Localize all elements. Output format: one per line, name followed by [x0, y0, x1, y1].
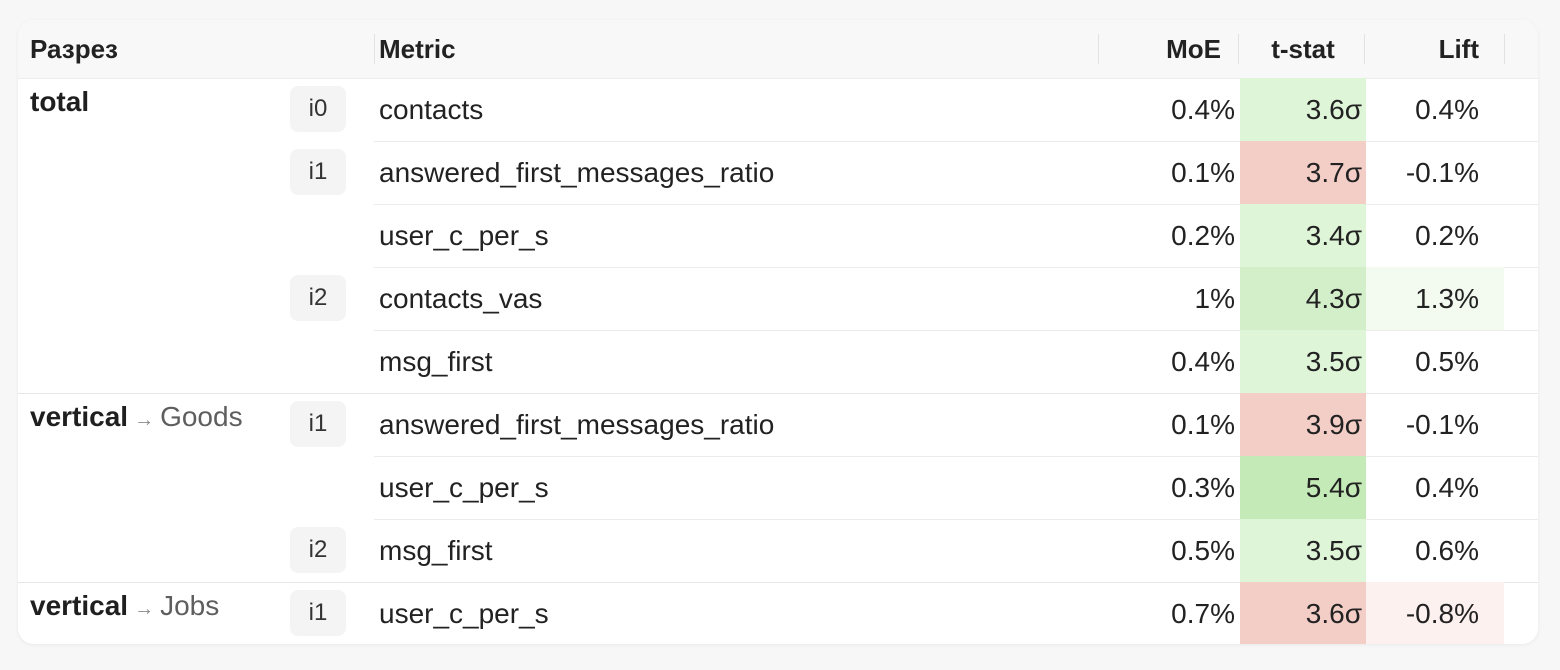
lift-value: 1.3% — [1415, 283, 1479, 314]
header-moe[interactable]: MoE — [1166, 34, 1221, 64]
tstat-value: 3.9σ — [1305, 409, 1362, 440]
segment-value: Jobs — [160, 590, 220, 621]
segment-name: total — [30, 86, 90, 117]
arrow-right-icon: → — [134, 409, 155, 431]
header-tstat[interactable]: t-stat — [1271, 34, 1335, 64]
header-divider — [1098, 34, 1099, 64]
arrow-right-icon: → — [134, 598, 155, 620]
metric-name[interactable]: msg_first — [379, 535, 493, 566]
segment-name: vertical — [30, 401, 129, 432]
group-divider — [18, 582, 1538, 583]
table-row: i2 contacts_vas 1% 4.3σ 1.3% — [18, 267, 1538, 330]
moe-value: 0.2% — [1171, 220, 1235, 251]
moe-value: 1% — [1194, 283, 1235, 314]
tstat-cell-bg — [1240, 78, 1366, 141]
iteration-badge: i1 — [290, 401, 346, 447]
lift-value: 0.4% — [1415, 472, 1479, 503]
moe-value: 0.1% — [1171, 409, 1235, 440]
lift-value: -0.1% — [1405, 157, 1479, 188]
segment-name: vertical — [30, 590, 129, 621]
segment-value: Goods — [160, 401, 243, 432]
segment-label: vertical→Goods — [30, 397, 243, 440]
metric-name[interactable]: user_c_per_s — [379, 598, 549, 629]
tstat-value: 3.7σ — [1305, 157, 1362, 188]
row-divider — [374, 141, 1538, 142]
metric-name[interactable]: contacts_vas — [379, 283, 543, 314]
row-divider — [374, 330, 1538, 331]
row-divider — [374, 204, 1538, 205]
tstat-cell-bg — [1240, 582, 1366, 644]
tstat-cell-bg — [1240, 519, 1366, 582]
row-divider — [374, 519, 1538, 520]
iteration-badge: i1 — [290, 590, 346, 636]
iteration-badge: i1 — [290, 149, 346, 195]
table-row: total i0 contacts 0.4% 3.6σ 0.4% — [18, 78, 1538, 141]
moe-value: 0.4% — [1171, 94, 1235, 125]
metric-name[interactable]: contacts — [379, 94, 484, 125]
header-divider — [1364, 34, 1365, 64]
lift-value: 0.5% — [1415, 346, 1479, 377]
metric-name[interactable]: user_c_per_s — [379, 220, 549, 251]
lift-value: 0.2% — [1415, 220, 1479, 251]
tstat-value: 3.5σ — [1305, 346, 1362, 377]
table-row: i2 msg_first 0.5% 3.5σ 0.6% — [18, 519, 1538, 582]
header-divider — [1504, 34, 1505, 64]
tstat-value: 3.6σ — [1305, 598, 1362, 629]
metric-name[interactable]: msg_first — [379, 346, 493, 377]
lift-value: 0.4% — [1415, 94, 1479, 125]
table-row: user_c_per_s 0.3% 5.4σ 0.4% — [18, 456, 1538, 519]
lift-value: -0.1% — [1405, 409, 1479, 440]
moe-value: 0.4% — [1171, 346, 1235, 377]
metric-name[interactable]: answered_first_messages_ratio — [379, 409, 775, 440]
segment-label: vertical→Jobs — [30, 586, 219, 629]
tstat-value: 3.5σ — [1305, 535, 1362, 566]
segment-label: total — [30, 82, 89, 122]
tstat-cell-bg — [1240, 330, 1366, 393]
lift-value: -0.8% — [1405, 598, 1479, 629]
metric-name[interactable]: answered_first_messages_ratio — [379, 157, 775, 188]
lift-value: 0.6% — [1415, 535, 1479, 566]
header-segment[interactable]: Разрез — [30, 34, 118, 64]
tstat-cell-bg — [1240, 267, 1366, 330]
tstat-value: 5.4σ — [1305, 472, 1362, 503]
tstat-cell-bg — [1240, 393, 1366, 456]
tstat-cell-bg — [1240, 204, 1366, 267]
header-metric[interactable]: Metric — [379, 34, 456, 64]
header-lift[interactable]: Lift — [1438, 34, 1479, 64]
row-divider — [374, 456, 1538, 457]
iteration-badge: i2 — [290, 275, 346, 321]
header-divider — [374, 34, 375, 64]
header-divider — [1238, 34, 1239, 64]
table-row: vertical→Goods i1 answered_first_messages_… — [18, 393, 1538, 456]
table-row: user_c_per_s 0.2% 3.4σ 0.2% — [18, 204, 1538, 267]
moe-value: 0.7% — [1171, 598, 1235, 629]
moe-value: 0.1% — [1171, 157, 1235, 188]
iteration-badge: i2 — [290, 527, 346, 573]
iteration-badge: i0 — [290, 86, 346, 132]
metric-name[interactable]: user_c_per_s — [379, 472, 549, 503]
tstat-cell-bg — [1240, 456, 1366, 519]
lift-cell-bg — [1366, 582, 1504, 644]
results-table: Разрез Metric MoE t-stat Lift total i0 con… — [18, 20, 1538, 644]
group-divider — [18, 393, 1538, 394]
moe-value: 0.5% — [1171, 535, 1235, 566]
table-row: i1 answered_first_messages_ratio 0.1% 3.7σ -… — [18, 141, 1538, 204]
table-row: msg_first 0.4% 3.5σ 0.5% — [18, 330, 1538, 393]
row-divider — [374, 267, 1538, 268]
table-header: Разрез Metric MoE t-stat Lift — [18, 20, 1538, 79]
tstat-value: 4.3σ — [1305, 283, 1362, 314]
table-row: vertical→Jobs i1 user_c_per_s 0.7% 3.6σ -0.8% — [18, 582, 1538, 644]
tstat-cell-bg — [1240, 141, 1366, 204]
lift-cell-bg — [1366, 267, 1504, 330]
tstat-value: 3.4σ — [1305, 220, 1362, 251]
moe-value: 0.3% — [1171, 472, 1235, 503]
tstat-value: 3.6σ — [1305, 94, 1362, 125]
